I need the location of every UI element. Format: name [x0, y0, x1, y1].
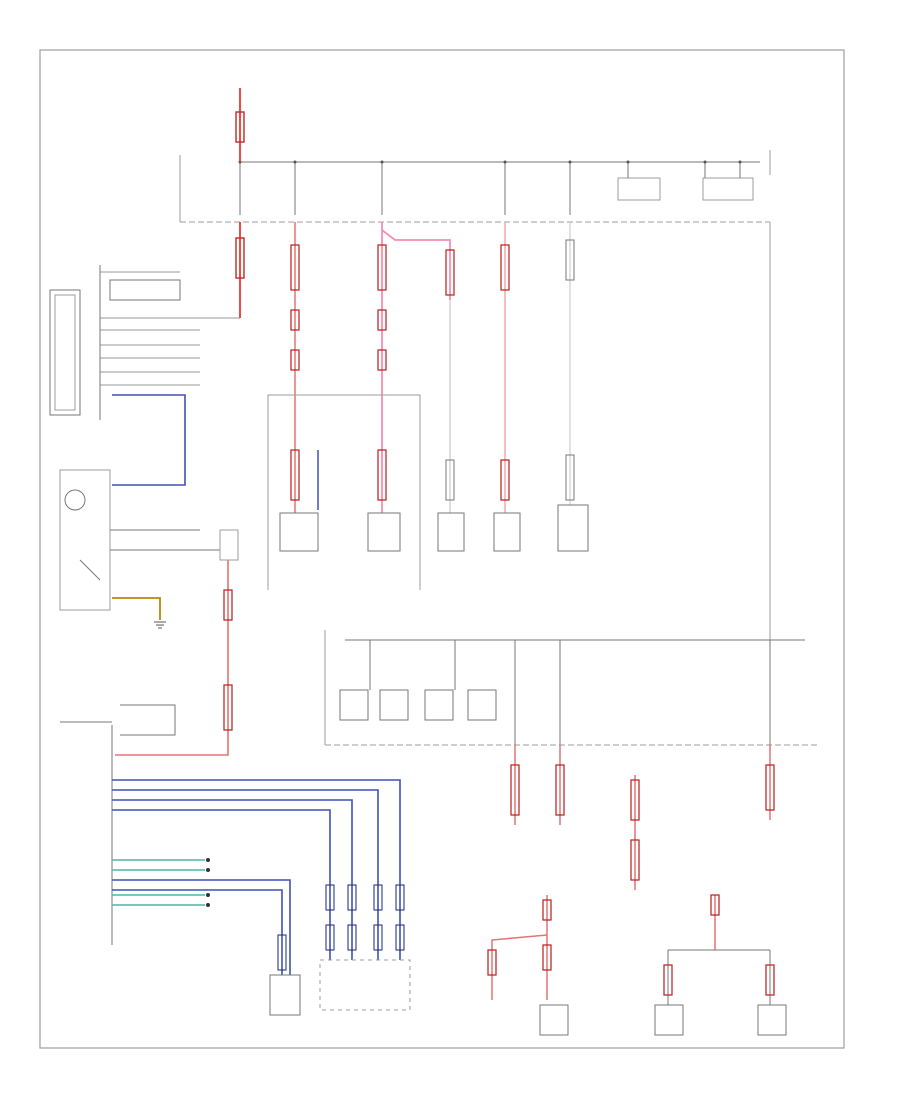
lower-branch-connectors — [510, 764, 775, 881]
lower-module-teal-wires — [112, 859, 205, 906]
bottom-right-gray — [667, 949, 771, 1005]
terminal-dots — [206, 858, 210, 907]
branch-2b-connector — [445, 459, 455, 501]
lower-module — [60, 704, 176, 945]
fuse-box-secondary — [324, 630, 820, 746]
component-boxes-bottom — [539, 1004, 787, 1036]
branch-1-connectors — [290, 244, 300, 501]
branch-wire-2 — [381, 222, 451, 515]
lower-feed-connectors — [223, 589, 233, 731]
branch-2-connectors — [377, 244, 455, 501]
lower-branch-wires — [514, 745, 771, 890]
left-module-blue-wire — [112, 394, 186, 486]
bottom-right-wires — [491, 895, 716, 1000]
left-module-wires — [100, 271, 240, 386]
relay-mid-left — [219, 529, 239, 561]
ignition-switch — [59, 469, 220, 611]
left-module — [49, 265, 181, 420]
relay-boxes — [339, 689, 497, 721]
ground-wire — [112, 597, 161, 620]
branch-4-connectors — [565, 239, 575, 501]
page-border — [39, 49, 845, 1049]
component-boxes-row1 — [279, 504, 589, 552]
lower-module-connectors — [277, 884, 405, 971]
bottom-right-connectors — [487, 894, 775, 996]
lower-module-blue-wires — [112, 779, 401, 975]
lower-feed-wire — [115, 560, 229, 756]
component-boxes-lower-left — [269, 959, 411, 1016]
main-power-connectors — [235, 111, 245, 279]
secondary-taps — [369, 640, 771, 745]
module-box-outline — [267, 394, 421, 590]
ground-symbol — [154, 621, 166, 629]
top-bus-taps — [239, 162, 741, 215]
branch-3-connectors — [500, 244, 510, 501]
fuse-box-top — [179, 150, 771, 640]
